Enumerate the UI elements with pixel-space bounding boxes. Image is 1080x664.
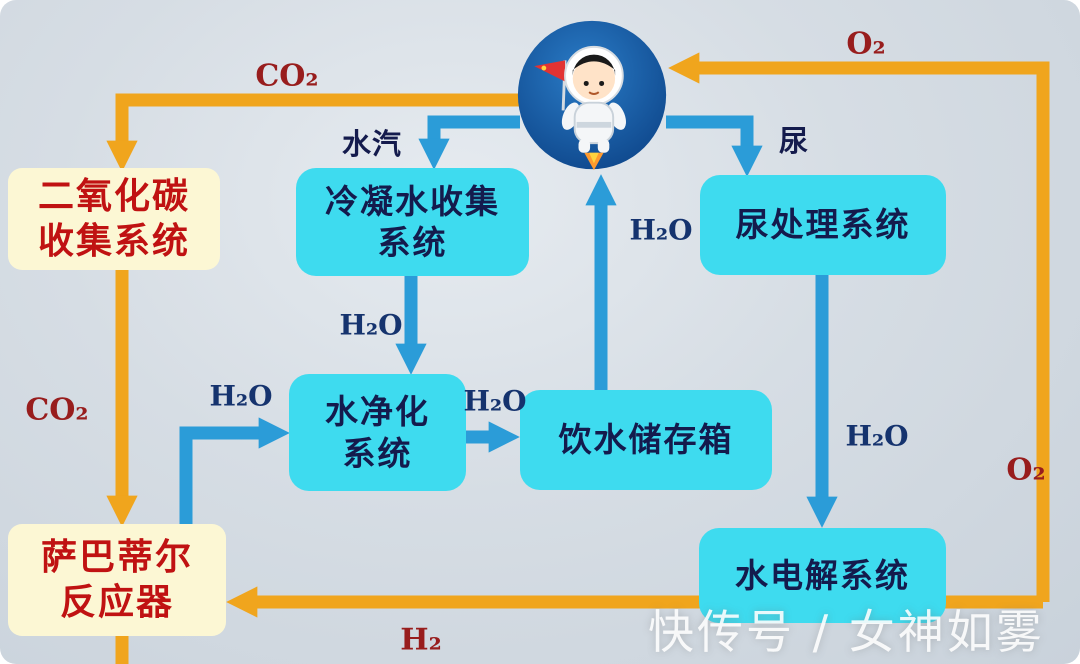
hair [572,54,616,76]
flag-star [541,65,547,71]
node-co2-collection-system: 二氧化碳 收集系统 [8,168,220,270]
left-leg [578,139,591,153]
label-urine-h2o: H₂O [845,419,909,453]
label-h2-to-sabatier: H₂ [400,622,442,658]
jet-flame-core [589,152,599,164]
label-co2-to-sabatier: CO₂ [25,392,89,428]
right-leg [597,139,610,153]
node-condensate-collection-system: 冷凝水收集 系统 [296,168,529,276]
astronaut-illustration [517,20,667,171]
watermark-text: 快传号 / 女神如雾 [648,605,1045,659]
label-o2-from-electrolysis: O₂ [1006,452,1046,488]
label-sabatier-h2o: H₂O [209,379,273,413]
label-o2-supply: O₂ [846,26,886,62]
china-flag [534,60,566,82]
arrow-sabatier-h2o [179,417,290,525]
label-drinking-h2o: H₂O [629,213,693,247]
node-water-electrolysis-system: 水电解系统 [699,528,946,623]
label-condensate-h2o: H₂O [339,308,403,342]
node-urine-treatment-system: 尿处理系统 [700,175,946,275]
face [572,57,616,100]
suit-belt [576,121,612,128]
arrow-water-vapor [418,115,520,170]
node-sabatier-reactor: 萨巴蒂尔 反应器 [8,524,226,636]
label-co2-exhaled: CO₂ [255,58,319,94]
right-eye [599,80,605,86]
mouth [588,91,600,95]
arrow-co2-exhaled [106,93,519,172]
node-drinking-water-tank: 饮水储存箱 [520,390,772,490]
label-purified-h2o: H₂O [463,384,527,418]
label-water-vapor: 水汽 [341,127,403,161]
arrow-urine [666,115,763,177]
label-urine: 尿 [778,124,810,158]
left-eye [583,80,589,86]
node-water-purification-system: 水净化 系统 [289,374,466,491]
arrow-o2-supply [668,52,1050,602]
